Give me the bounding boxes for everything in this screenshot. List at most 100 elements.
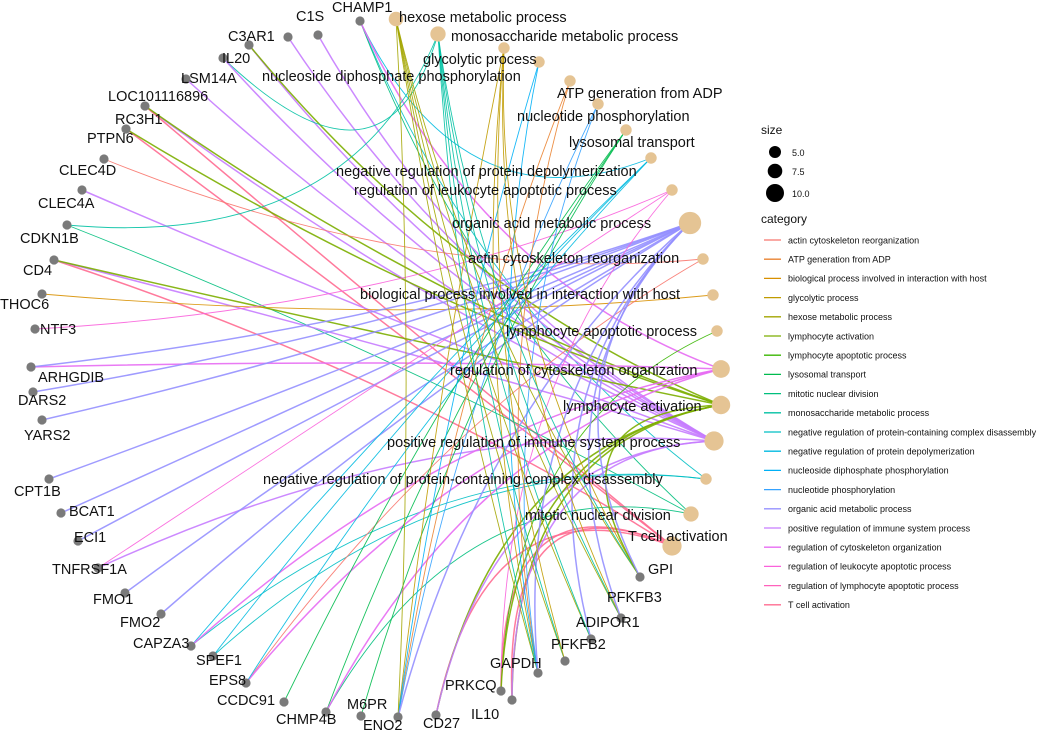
- gene-node-cdkn1b: [62, 220, 72, 230]
- edge-clec4d-actin-cytoskeleton-reorganization: [103, 158, 704, 265]
- gene-node-clec4d: [99, 154, 109, 164]
- gene-label-clec4a: CLEC4A: [38, 196, 95, 212]
- gene-node-gapdh: [533, 668, 543, 678]
- gene-node-ptpn6: [121, 124, 131, 134]
- edge-tnfrsf1a-positive-regulation-of-immune-system-process: [97, 437, 715, 569]
- edge-prkcq-t-cell-activation: [510, 527, 673, 701]
- term-node-biological-process-involved-in-interaction-with-host: [707, 289, 719, 301]
- edge-eno2-nucleotide-phosphorylation: [397, 103, 599, 718]
- term-label-t-cell-activation: T cell activation: [628, 529, 728, 545]
- size-legend: 5.07.510.0: [766, 146, 810, 202]
- edge-fmo1-organic-acid-metabolic-process: [124, 222, 691, 594]
- term-node-lysosomal-transport: [620, 124, 632, 136]
- gene-node-eci1: [73, 536, 83, 546]
- gene-node-capza3: [186, 641, 196, 651]
- edge-lsm14a-positive-regulation-of-immune-system-process: [222, 57, 715, 442]
- edge-lsm14a-monosaccharide-metabolic-process: [222, 33, 439, 131]
- gene-label-yars2: YARS2: [24, 428, 70, 444]
- term-label-regulation-of-leukocyte-apoptotic-process: regulation of leukocyte apoptotic proces…: [354, 183, 617, 199]
- gene-label-ccdc91: CCDC91: [217, 693, 275, 709]
- edge-gpi-organic-acid-metabolic-process: [597, 222, 691, 578]
- gene-node-gpi: [635, 572, 645, 582]
- category-label-lysosomal-transport: lysosomal transport: [788, 370, 867, 380]
- edge-ccdc91-lysosomal-transport: [283, 129, 627, 703]
- term-label-organic-acid-metabolic-process: organic acid metabolic process: [452, 216, 651, 232]
- gene-label-eps8: EPS8: [209, 673, 246, 689]
- edge-ptpn6-lymphocyte-activation: [125, 128, 722, 406]
- gene-node-m6pr: [356, 711, 366, 721]
- gene-label-ntf3: NTF3: [40, 322, 76, 338]
- term-node-organic-acid-metabolic-process: [678, 211, 702, 235]
- size-legend-key-7-5: [767, 163, 783, 179]
- edge-pfkfb3-monosaccharide-metabolic-process: [437, 33, 622, 619]
- size-legend-title: size: [761, 123, 783, 137]
- term-node-regulation-of-leukocyte-apoptotic-process: [666, 184, 678, 196]
- category-label-glycolytic-process: glycolytic process: [788, 293, 859, 303]
- network-edges: [30, 18, 722, 718]
- edge-eps8-negative-regulation-of-protein-depolymerization: [245, 157, 652, 684]
- term-label-atp-generation-from-adp: ATP generation from ADP: [557, 86, 723, 102]
- gene-label-c1s: C1S: [296, 9, 324, 25]
- gene-node-c1s: [313, 30, 323, 40]
- gene-label-clec4d: CLEC4D: [59, 163, 116, 179]
- edge-fmo2-organic-acid-metabolic-process: [160, 222, 691, 615]
- term-node-lymphocyte-apoptotic-process: [711, 325, 723, 337]
- edge-spef1-negative-regulation-of-protein-containing-complex-disassembly: [212, 474, 707, 657]
- term-label-glycolytic-process: glycolytic process: [423, 52, 537, 68]
- term-node-regulation-of-cytoskeleton-organization: [712, 360, 730, 378]
- term-label-biological-process-involved-in-interaction-with-host: biological process involved in interacti…: [360, 287, 680, 303]
- size-legend-label-5-0: 5.0: [792, 148, 805, 158]
- edge-eps8-regulation-of-cytoskeleton-organization: [245, 368, 722, 684]
- term-node-hexose-metabolic-process: [388, 11, 404, 27]
- gene-node-ccdc91: [279, 697, 289, 707]
- gene-label-pfkfb2: PFKFB2: [551, 637, 606, 653]
- category-label-lymphocyte-apoptotic-process: lymphocyte apoptotic process: [788, 351, 907, 361]
- gene-label-thoc6: THOC6: [0, 297, 49, 313]
- edge-cpt1b-organic-acid-metabolic-process: [48, 222, 691, 480]
- gene-node-pfkfb3: [616, 613, 626, 623]
- gene-nodes: [26, 16, 645, 722]
- edge-gpi-glycolytic-process: [502, 47, 641, 578]
- edge-cdkn1b-monosaccharide-metabolic-process: [66, 33, 439, 229]
- gene-label-gpi: GPI: [648, 562, 673, 578]
- gene-node-chmp4b: [321, 707, 331, 717]
- size-legend-key-10-0: [766, 184, 784, 202]
- edge-il10-lymphocyte-apoptotic-process: [500, 330, 718, 692]
- category-label-organic-acid-metabolic-process: organic acid metabolic process: [788, 504, 912, 514]
- category-label-negative-regulation-of-protein-depolymerization: negative regulation of protein depolymer…: [788, 447, 975, 457]
- term-node-mitotic-nuclear-division: [683, 506, 699, 522]
- category-label-lymphocyte-activation: lymphocyte activation: [788, 331, 874, 341]
- edge-prkcq-positive-regulation-of-immune-system-process: [511, 440, 715, 701]
- category-label-regulation-of-lymphocyte-apoptotic-process: regulation of lymphocyte apoptotic proce…: [788, 581, 959, 591]
- term-node-t-cell-activation: [662, 536, 682, 556]
- edge-adipor1-monosaccharide-metabolic-process: [437, 33, 592, 640]
- size-legend-key-5-0: [769, 146, 781, 158]
- category-label-actin-cytoskeleton-reorganization: actin cytoskeleton reorganization: [788, 235, 919, 245]
- edge-pfkfb3-hexose-metabolic-process: [395, 18, 622, 619]
- gene-node-pfkfb2: [560, 656, 570, 666]
- edge-spef1-negative-regulation-of-protein-depolymerization: [212, 157, 652, 657]
- edge-gpi-lymphocyte-activation: [605, 404, 722, 578]
- gene-node-champ1: [355, 16, 365, 26]
- gene-label-prkcq: PRKCQ: [445, 678, 497, 694]
- gene-node-yars2: [37, 415, 47, 425]
- category-label-positive-regulation-of-immune-system-process: positive regulation of immune system pro…: [788, 523, 971, 533]
- edge-pfkfb2-glycolytic-process: [497, 47, 566, 662]
- term-label-nucleoside-diphosphate-phosphorylation: nucleoside diphosphate phosphorylation: [262, 69, 521, 85]
- gene-label-tnfrsf1a: TNFRSF1A: [52, 562, 127, 578]
- gene-label-il10: IL10: [471, 707, 499, 723]
- category-label-mitotic-nuclear-division: mitotic nuclear division: [788, 389, 879, 399]
- edge-loc101116896-positive-regulation-of-immune-system-process: [185, 78, 715, 442]
- edge-c3ar1-positive-regulation-of-immune-system-process: [287, 36, 715, 442]
- gene-label-pfkfb3: PFKFB3: [607, 590, 662, 606]
- category-label-t-cell-activation: T cell activation: [788, 600, 850, 610]
- edge-gapdh-nucleotide-phosphorylation: [523, 103, 599, 674]
- edge-capza3-negative-regulation-of-protein-containing-complex-disassembly: [190, 473, 707, 647]
- category-label-regulation-of-cytoskeleton-organization: regulation of cytoskeleton organization: [788, 543, 942, 553]
- term-node-monosaccharide-metabolic-process: [430, 26, 446, 42]
- gene-node-il10: [496, 686, 506, 696]
- size-legend-label-7-5: 7.5: [792, 167, 805, 177]
- gene-node-eps8: [241, 678, 251, 688]
- gene-label-dars2: DARS2: [18, 393, 66, 409]
